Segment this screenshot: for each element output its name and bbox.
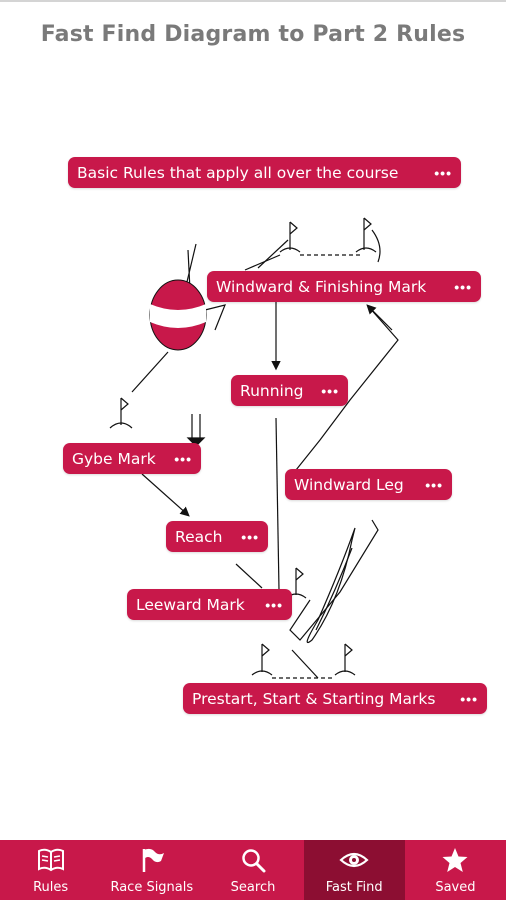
pill-leeward-mark[interactable]: Leeward Mark ••• [127,589,292,620]
pill-label: Prestart, Start & Starting Marks [192,689,436,708]
pill-label: Windward Leg [294,475,404,494]
search-icon [242,849,266,873]
tab-saved[interactable]: Saved [405,840,506,900]
pill-label: Gybe Mark [72,449,156,468]
more-icon[interactable]: ••• [321,382,339,399]
pill-running[interactable]: Running ••• [231,375,348,406]
eye-icon [339,852,369,868]
more-icon[interactable]: ••• [425,476,443,493]
more-icon[interactable]: ••• [454,278,472,295]
tab-rules[interactable]: Rules [0,840,101,900]
tab-fast-find[interactable]: Fast Find [303,840,405,900]
course-diagram-drawing [109,217,399,679]
pill-label: Basic Rules that apply all over the cour… [77,163,399,182]
tab-race-signals[interactable]: Race Signals [101,840,202,900]
pill-label: Windward & Finishing Mark [216,277,427,296]
more-icon[interactable]: ••• [174,450,192,467]
tab-label: Fast Find [325,880,383,895]
pill-gybe-mark[interactable]: Gybe Mark ••• [63,443,201,474]
bottom-tab-bar: Rules Race Signals Search Fast Find Save… [0,840,506,900]
page-title: Fast Find Diagram to Part 2 Rules [40,22,466,47]
pill-windward-finishing-mark[interactable]: Windward & Finishing Mark ••• [207,271,481,302]
pill-basic-rules[interactable]: Basic Rules that apply all over the cour… [68,157,461,188]
top-divider [0,0,506,2]
more-icon[interactable]: ••• [434,164,452,181]
more-icon[interactable]: ••• [460,690,478,707]
pill-label: Reach [175,527,223,546]
star-icon [442,848,468,872]
tab-search[interactable]: Search [202,840,303,900]
spinnaker-graphic [149,279,207,351]
pill-label: Leeward Mark [136,595,245,614]
pill-prestart-start[interactable]: Prestart, Start & Starting Marks ••• [183,683,487,714]
tab-label: Search [230,880,276,895]
tab-label: Rules [33,880,69,895]
more-icon[interactable]: ••• [265,596,283,613]
pill-label: Running [240,381,304,400]
pill-windward-leg[interactable]: Windward Leg ••• [285,469,452,500]
flag-icon [142,848,164,872]
pill-reach[interactable]: Reach ••• [166,521,268,552]
book-icon [37,848,64,872]
more-icon[interactable]: ••• [241,528,259,545]
tab-label: Saved [435,880,476,895]
tab-label: Race Signals [110,880,194,895]
course-diagram: Basic Rules that apply all over the cour… [63,157,487,714]
